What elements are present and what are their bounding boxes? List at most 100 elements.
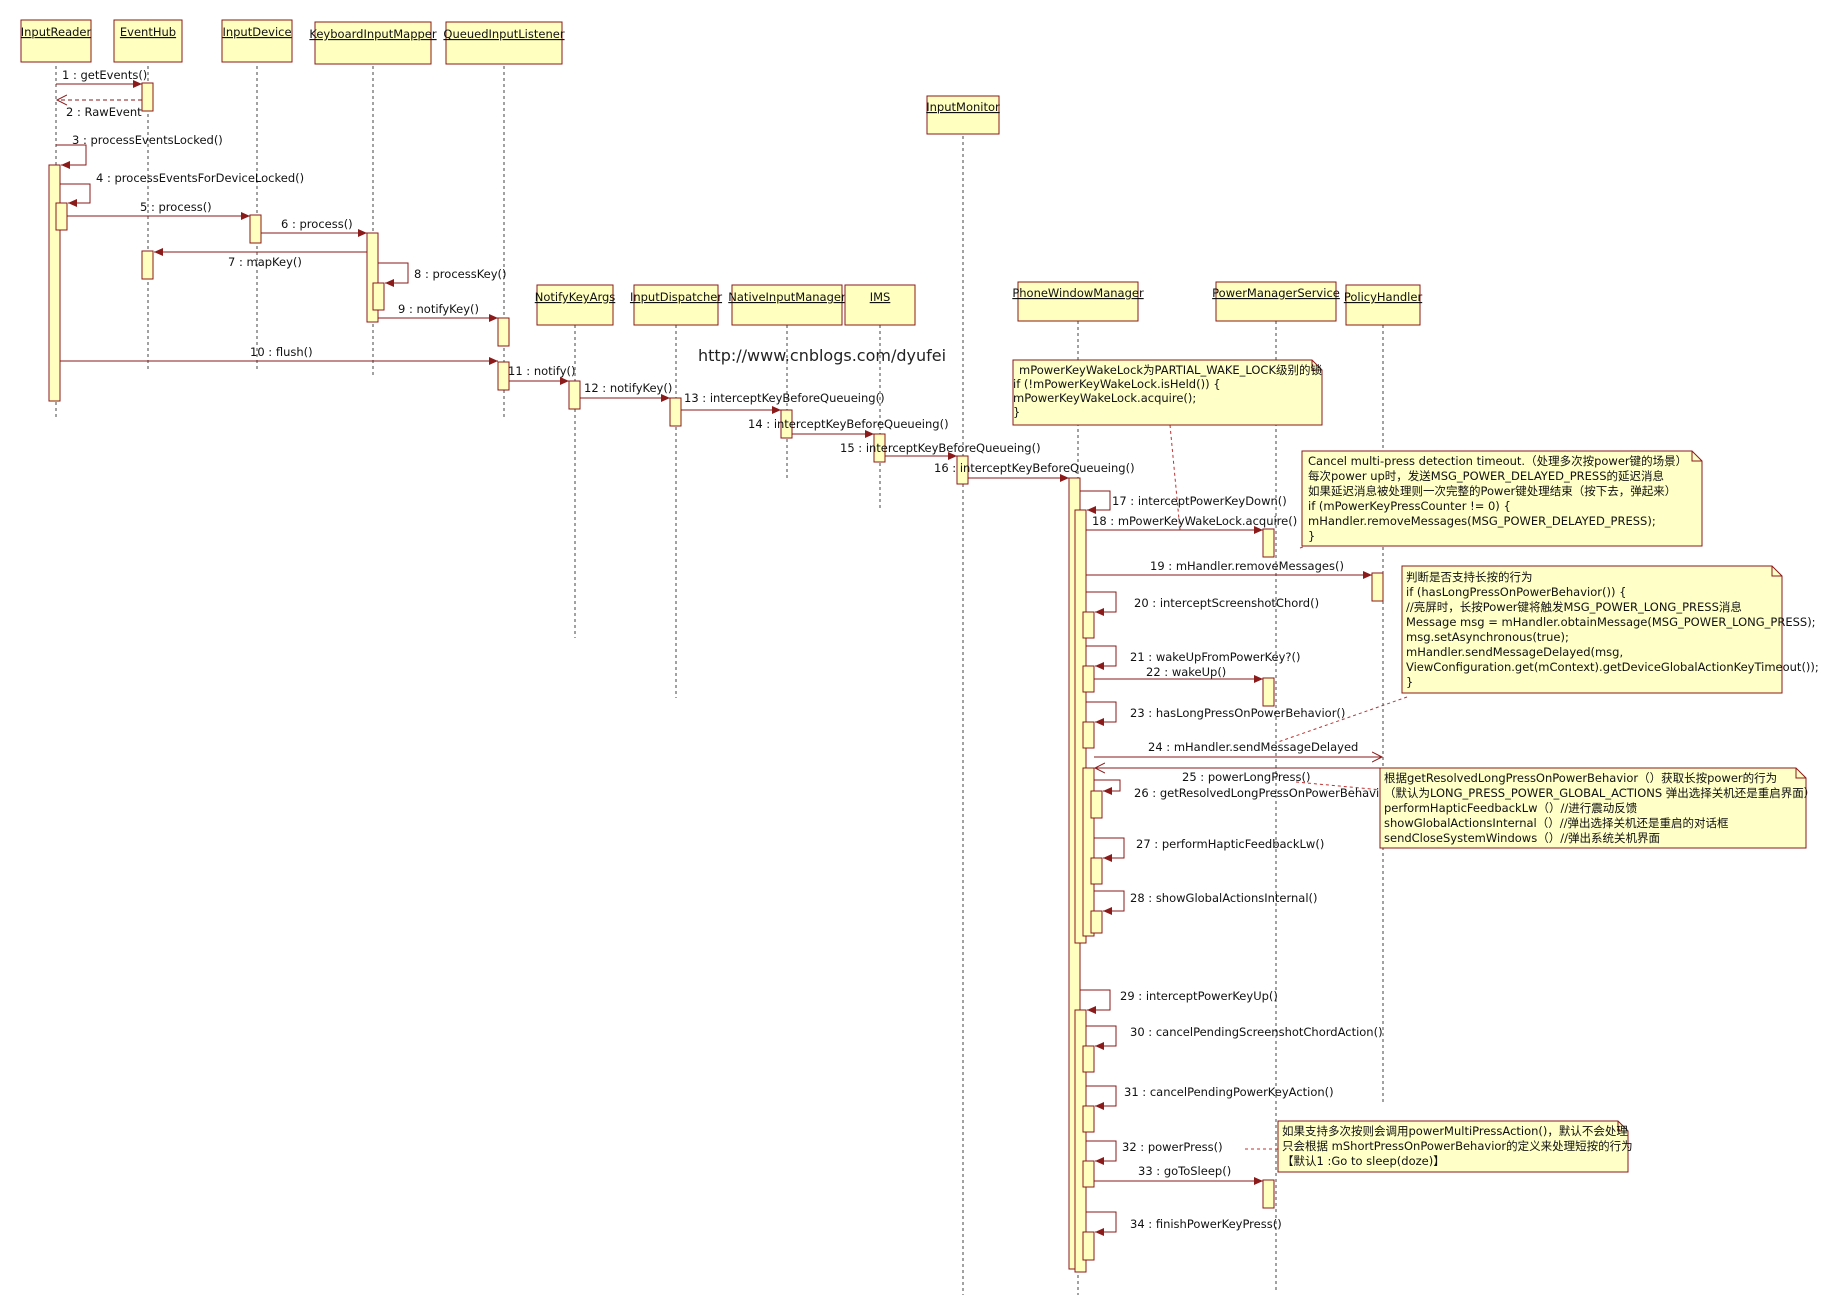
svg-text:21 : wakeUpFromPowerKey?(): 21 : wakeUpFromPowerKey?() — [1130, 650, 1301, 664]
activation-reader-nested — [55, 202, 68, 231]
activation-dispatcher — [669, 397, 682, 427]
participant-event-hub: EventHub — [113, 19, 183, 63]
svg-text:NativeInputManager: NativeInputManager — [728, 290, 846, 304]
message-12: 12 : notifyKey() — [580, 381, 672, 402]
watermark-url: http://www.cnblogs.com/dyufei — [698, 346, 946, 365]
activation-pwm-32 — [1082, 1160, 1095, 1188]
svg-text:4 : processEventsForDeviceLock: 4 : processEventsForDeviceLocked() — [96, 171, 304, 185]
message-33: 33 : goToSleep() — [1094, 1164, 1263, 1185]
message-1: 1 : getEvents() — [56, 68, 147, 88]
svg-text:【默认1 :Go to sleep(doze)】: 【默认1 :Go to sleep(doze)】 — [1282, 1154, 1445, 1168]
svg-text:9 : notifyKey(): 9 : notifyKey() — [398, 302, 479, 316]
svg-text:if (hasLongPressOnPowerBehavio: if (hasLongPressOnPowerBehavior()) { — [1406, 585, 1626, 599]
svg-text:24 : mHandler.sendMessageDelay: 24 : mHandler.sendMessageDelayed — [1148, 740, 1358, 754]
participant-notify-key-args: NotifyKeyArgs — [535, 284, 616, 326]
messages: 1 : getEvents() 2 : RawEvent 3 : process… — [56, 68, 1400, 1236]
svg-text:ViewConfiguration.get(mContext: ViewConfiguration.get(mContext).getDevic… — [1406, 660, 1819, 674]
svg-text:19 : mHandler.removeMessages(): 19 : mHandler.removeMessages() — [1150, 559, 1344, 573]
message-18: 18 : mPowerKeyWakeLock.acquire() — [1086, 514, 1297, 534]
svg-text:1 : getEvents(): 1 : getEvents() — [62, 68, 147, 82]
message-7: 7 : mapKey() — [154, 248, 367, 269]
svg-text:如果支持多次按则会调用powerMultiPressActi: 如果支持多次按则会调用powerMultiPressAction()，默认不会处… — [1282, 1124, 1628, 1138]
activation-hub-2 — [141, 250, 154, 280]
message-2: 2 : RawEvent — [57, 100, 142, 119]
message-26: 26 : getResolvedLongPressOnPowerBehavior… — [1094, 779, 1400, 800]
svg-text:14 : interceptKeyBeforeQueuein: 14 : interceptKeyBeforeQueueing() — [748, 417, 949, 431]
participant-ims: IMS — [844, 284, 916, 326]
message-14: 14 : interceptKeyBeforeQueueing() — [748, 417, 949, 438]
svg-text:msg.setAsynchronous(true);: msg.setAsynchronous(true); — [1406, 630, 1569, 644]
participant-queued-input-listener: QueuedInputListener — [443, 21, 565, 65]
message-24: 24 : mHandler.sendMessageDelayed — [1094, 740, 1382, 757]
message-28: 28 : showGlobalActionsInternal() — [1094, 890, 1318, 915]
activation-pms-22 — [1262, 677, 1275, 707]
activation-handler-19 — [1371, 572, 1384, 602]
activations — [48, 82, 1384, 1273]
message-25: 25 : powerLongPress() — [1095, 768, 1382, 784]
message-21: 21 : wakeUpFromPowerKey?() — [1086, 645, 1301, 670]
svg-text:12 : notifyKey(): 12 : notifyKey() — [584, 381, 672, 395]
svg-text:PolicyHandler: PolicyHandler — [1344, 290, 1423, 304]
svg-text:PhoneWindowManager: PhoneWindowManager — [1012, 286, 1144, 300]
svg-text:18 : mPowerKeyWakeLock.acquire: 18 : mPowerKeyWakeLock.acquire() — [1092, 514, 1297, 528]
message-32: 32 : powerPress() — [1086, 1140, 1223, 1165]
svg-text:NotifyKeyArgs: NotifyKeyArgs — [535, 290, 616, 304]
activation-reader-main — [48, 164, 61, 402]
svg-text:showGlobalActionsInternal（）//弹: showGlobalActionsInternal（）//弹出选择关机还是重启的… — [1384, 816, 1729, 830]
svg-text:InputDispatcher: InputDispatcher — [630, 290, 722, 304]
participant-input-dispatcher: InputDispatcher — [630, 284, 722, 326]
message-34: 34 : finishPowerKeyPress() — [1086, 1211, 1282, 1236]
message-20: 20 : interceptScreenshotChord() — [1086, 591, 1319, 616]
message-9: 9 : notifyKey() — [378, 302, 498, 322]
message-30: 30 : cancelPendingScreenshotChordAction(… — [1086, 1025, 1383, 1050]
participant-input-reader: InputReader — [20, 19, 92, 63]
activation-device — [249, 214, 262, 244]
svg-text:performHapticFeedbackLw（）//进行震: performHapticFeedbackLw（）//进行震动反馈 — [1384, 801, 1638, 815]
message-10: 10 : flush() — [60, 345, 498, 365]
svg-text:QueuedInputListener: QueuedInputListener — [443, 27, 564, 41]
activation-mapper — [366, 232, 379, 323]
message-5: 5 : process() — [67, 200, 250, 220]
svg-text:Cancel multi-press detection t: Cancel multi-press detection timeout.（处理… — [1308, 454, 1687, 468]
svg-text:2 : RawEvent: 2 : RawEvent — [66, 105, 142, 119]
activation-pwm-31 — [1082, 1105, 1095, 1133]
participant-keyboard-input-mapper: KeyboardInputMapper — [309, 21, 437, 65]
svg-text:26 : getResolvedLongPressOnPow: 26 : getResolvedLongPressOnPowerBehavior… — [1134, 786, 1400, 800]
message-11: 11 : notify() — [508, 364, 575, 385]
svg-text:25 : powerLongPress(): 25 : powerLongPress() — [1182, 770, 1310, 784]
svg-text:34 : finishPowerKeyPress(): 34 : finishPowerKeyPress() — [1130, 1217, 1282, 1231]
svg-text:InputReader: InputReader — [21, 25, 92, 39]
activation-pms-18 — [1262, 528, 1275, 558]
svg-text:33 : goToSleep(): 33 : goToSleep() — [1138, 1164, 1231, 1178]
svg-text:（默认为LONG_PRESS_POWER_GLOBAL_AC: （默认为LONG_PRESS_POWER_GLOBAL_ACTIONS 弹出选择… — [1384, 786, 1815, 800]
svg-text:17 : interceptPowerKeyDown(): 17 : interceptPowerKeyDown() — [1112, 494, 1287, 508]
activation-mapper-nested — [372, 282, 385, 311]
activation-pwm-34 — [1082, 1231, 1095, 1261]
svg-text:32 : powerPress(): 32 : powerPress() — [1122, 1140, 1223, 1154]
message-27: 27 : performHapticFeedbackLw() — [1094, 837, 1324, 862]
message-17: 17 : interceptPowerKeyDown() — [1080, 490, 1287, 514]
participants: InputReader EventHub InputDevice Keyboar… — [20, 19, 1423, 326]
message-19: 19 : mHandler.removeMessages() — [1086, 559, 1372, 579]
svg-text:31 : cancelPendingPowerKeyActi: 31 : cancelPendingPowerKeyAction() — [1124, 1085, 1334, 1099]
svg-text:只会根据 mShortPressOnPowerBehavio: 只会根据 mShortPressOnPowerBehavior的定义来处理短按的… — [1282, 1139, 1633, 1153]
svg-text:EventHub: EventHub — [120, 25, 176, 39]
svg-text:23 : hasLongPressOnPowerBehavi: 23 : hasLongPressOnPowerBehavior() — [1130, 706, 1345, 720]
note-multi-press: 如果支持多次按则会调用powerMultiPressAction()，默认不会处… — [1277, 1120, 1633, 1173]
svg-text:6 : process(): 6 : process() — [281, 217, 353, 231]
svg-text:if (mPowerKeyPressCounter != 0: if (mPowerKeyPressCounter != 0) { — [1308, 499, 1511, 513]
activation-args — [568, 380, 581, 410]
note-longpress-behavior: 判断是否支持长按的行为 if (hasLongPressOnPowerBehav… — [1401, 565, 1819, 694]
activation-pwm-27 — [1090, 857, 1103, 885]
activation-native — [780, 409, 793, 439]
svg-text:13 : interceptKeyBeforeQueuein: 13 : interceptKeyBeforeQueueing() — [684, 391, 885, 405]
svg-text:30 : cancelPendingScreenshotCh: 30 : cancelPendingScreenshotChordAction(… — [1130, 1025, 1383, 1039]
svg-text:InputDevice: InputDevice — [222, 25, 291, 39]
activation-pwm-28 — [1090, 910, 1103, 934]
svg-text:16 : interceptKeyBeforeQueuein: 16 : interceptKeyBeforeQueueing() — [934, 461, 1135, 475]
svg-text:IMS: IMS — [870, 290, 891, 304]
svg-text:5 : process(): 5 : process() — [140, 200, 212, 214]
svg-text:11 : notify(): 11 : notify() — [508, 364, 575, 378]
svg-text:22 : wakeUp(): 22 : wakeUp() — [1146, 665, 1226, 679]
activation-ims — [873, 433, 886, 463]
